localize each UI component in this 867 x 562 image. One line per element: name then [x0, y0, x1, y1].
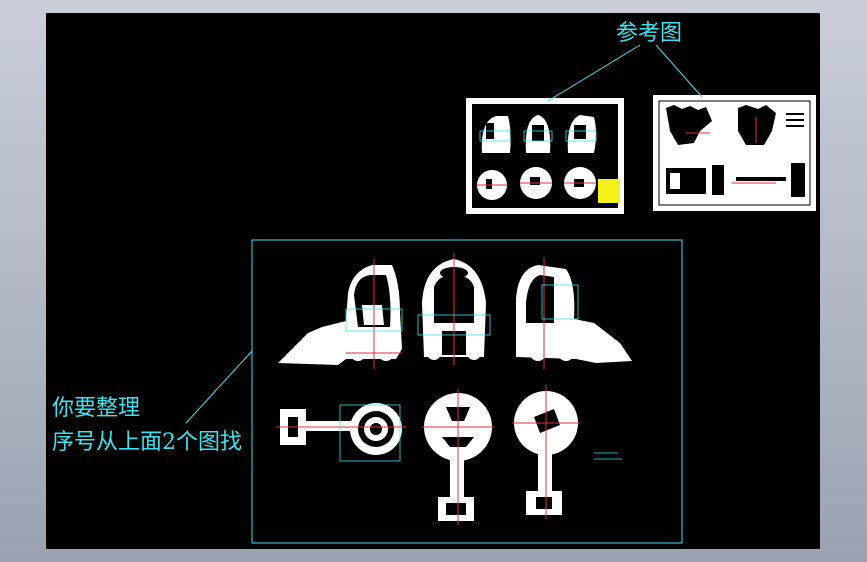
bottom-view-right	[512, 385, 580, 519]
highlight-block	[598, 179, 620, 203]
cad-model-space[interactable]: 参考图	[46, 13, 820, 549]
instruction-line-2: 序号从上面2个图找	[52, 430, 242, 455]
reference-sheet-2-content	[658, 100, 811, 206]
top-view-left	[276, 403, 406, 462]
reference-leaders	[547, 44, 703, 102]
instruction-leader	[185, 350, 253, 424]
reference-sheet-2[interactable]	[653, 95, 816, 211]
reference-sheet-1[interactable]	[466, 98, 624, 214]
dimension-boxes	[345, 284, 579, 336]
bottom-view-middle	[422, 389, 494, 525]
instruction-line-1: 你要整理	[52, 396, 140, 421]
cad-drawing: 参考图	[52, 21, 816, 544]
front-view	[422, 253, 486, 365]
side-view-right	[516, 257, 632, 369]
main-sheet-border	[251, 239, 683, 544]
side-view-left	[278, 259, 402, 369]
main-drawing-sheet[interactable]	[251, 239, 683, 544]
reference-sheet-2-centerlines	[686, 117, 776, 184]
reference-label: 参考图	[616, 21, 682, 46]
reference-sheet-1-bottom-views	[476, 167, 596, 200]
reference-sheet-1-top-views	[481, 115, 596, 153]
reference-sheet-1-dims	[479, 130, 597, 142]
note-block	[594, 452, 622, 460]
